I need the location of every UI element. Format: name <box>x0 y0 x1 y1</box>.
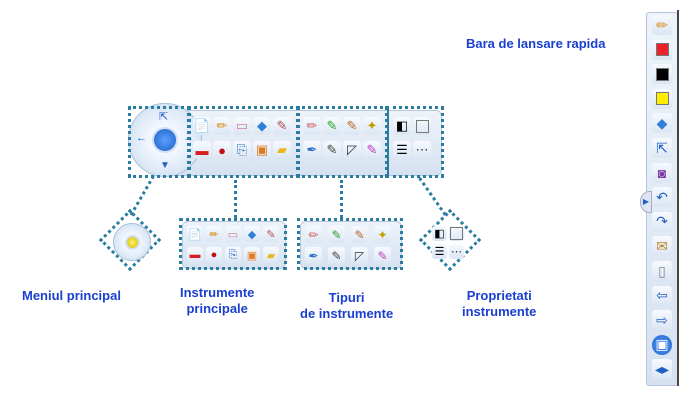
eraser-icon[interactable]: ◆ <box>253 117 271 135</box>
line-width-icon[interactable]: ☰ <box>393 141 411 159</box>
label-line: de instrumente <box>300 306 394 321</box>
line-width-icon[interactable]: ☰ <box>432 244 447 259</box>
shape-icon[interactable]: ▭ <box>225 226 241 242</box>
line-style-icon[interactable]: ⋯ <box>413 141 431 159</box>
highlighter-icon[interactable]: ✎ <box>328 247 345 264</box>
clear-icon[interactable]: ✉ <box>652 236 672 257</box>
yellow-swatch <box>655 92 669 106</box>
record-icon[interactable]: ● <box>206 247 222 263</box>
main-menu-icon[interactable]: ▣ <box>652 334 672 355</box>
label-line: principale <box>186 301 248 316</box>
undo-icon[interactable]: ↶ <box>652 187 672 208</box>
palette-swatch <box>415 119 429 133</box>
image-icon[interactable]: ▬ <box>193 141 211 159</box>
palette-swatch <box>450 227 463 240</box>
main-menu-frame <box>128 106 190 178</box>
pen-icon[interactable]: ✏ <box>213 117 231 135</box>
smart-pen-icon[interactable]: ◸ <box>351 247 368 264</box>
main-menu-dial-small[interactable] <box>113 223 151 261</box>
label-line: instrumente <box>462 304 537 319</box>
calligraphy-pen-icon[interactable]: ✒ <box>303 141 321 159</box>
magic-pen-icon[interactable]: ✦ <box>363 117 381 135</box>
edit-icon[interactable]: ✎ <box>263 226 279 242</box>
screenshot-icon[interactable]: ◙ <box>652 162 672 183</box>
export-icon[interactable]: ⎘ <box>225 247 241 263</box>
smart-pen-icon[interactable]: ◸ <box>343 141 361 159</box>
color-red-icon[interactable] <box>652 39 672 60</box>
pencil-icon[interactable]: ✏ <box>303 117 321 135</box>
blank-page-icon[interactable]: ▯ <box>652 261 672 281</box>
arrow-left-icon[interactable]: ← <box>136 132 147 144</box>
new-page-icon[interactable]: 📄 <box>193 117 211 135</box>
connector <box>340 180 343 218</box>
color-black-icon[interactable] <box>652 64 672 85</box>
color-palette-icon[interactable] <box>413 117 431 135</box>
fill-color-icon[interactable]: ◧ <box>432 226 447 241</box>
brush-icon[interactable]: ✎ <box>343 117 361 135</box>
pen-icon[interactable]: ✏ <box>206 226 222 242</box>
bar-edge <box>677 10 679 386</box>
folder-icon[interactable]: ▰ <box>273 141 291 159</box>
toolbox-icon[interactable]: ▣ <box>244 247 260 263</box>
arrow-down-icon[interactable]: ▼ <box>160 160 170 171</box>
magic-pen-icon[interactable]: ✦ <box>374 226 391 243</box>
image-icon[interactable]: ▬ <box>187 247 203 263</box>
label-line: Proprietati <box>466 288 532 303</box>
shape-icon[interactable]: ▭ <box>233 117 251 135</box>
separator <box>387 108 389 176</box>
select-icon[interactable]: ⇱ <box>652 138 672 158</box>
laser-pen-icon[interactable]: ✎ <box>374 247 391 264</box>
tool-types-frame-small <box>297 218 403 270</box>
main-tools-frame-small <box>179 218 287 270</box>
label-quick-bar: Bara de lansare rapida <box>466 36 606 51</box>
black-swatch <box>655 67 669 81</box>
folder-icon[interactable]: ▰ <box>263 247 279 263</box>
eraser-icon[interactable]: ◆ <box>244 226 260 242</box>
label-line: Instrumente <box>180 285 255 300</box>
toolbox-icon[interactable]: ▣ <box>253 141 271 159</box>
connector <box>418 177 447 216</box>
connector <box>129 175 155 216</box>
line-style-icon[interactable]: ⋯ <box>449 244 464 259</box>
pencil-icon[interactable]: ✏ <box>305 226 322 243</box>
pen-icon[interactable]: ✏ <box>652 15 672 35</box>
color-yellow-icon[interactable] <box>652 88 672 109</box>
next-page-icon[interactable]: ⇨ <box>652 310 672 331</box>
expand-icon[interactable]: ◂▸ <box>652 359 672 380</box>
select-move-icon[interactable]: ⇱ <box>159 111 169 123</box>
fill-color-icon[interactable]: ◧ <box>393 117 411 135</box>
edit-icon[interactable]: ✎ <box>273 117 291 135</box>
marker-icon[interactable]: ✎ <box>328 226 345 243</box>
collapse-handle[interactable]: ▶ <box>640 191 652 213</box>
new-page-icon[interactable]: 📄 <box>187 226 203 242</box>
highlighter-icon[interactable]: ✎ <box>323 141 341 159</box>
main-menu-icon[interactable] <box>152 127 178 153</box>
previous-page-icon[interactable]: ⇦ <box>652 285 672 306</box>
brush-icon[interactable]: ✎ <box>351 226 368 243</box>
export-icon[interactable]: ⎘ <box>233 141 251 159</box>
redo-icon[interactable]: ↷ <box>652 211 672 232</box>
connector <box>234 180 237 218</box>
marker-icon[interactable]: ✎ <box>323 117 341 135</box>
red-swatch <box>655 43 669 57</box>
label-line: Tipuri <box>328 290 365 305</box>
record-icon[interactable]: ● <box>213 141 231 159</box>
label-main-menu: Meniul principal <box>22 288 121 303</box>
eraser-icon[interactable]: ◆ <box>652 113 672 134</box>
calligraphy-pen-icon[interactable]: ✒ <box>305 247 322 264</box>
main-menu-icon[interactable] <box>124 234 140 250</box>
laser-pen-icon[interactable]: ✎ <box>363 141 381 159</box>
color-palette-icon[interactable] <box>449 226 464 241</box>
